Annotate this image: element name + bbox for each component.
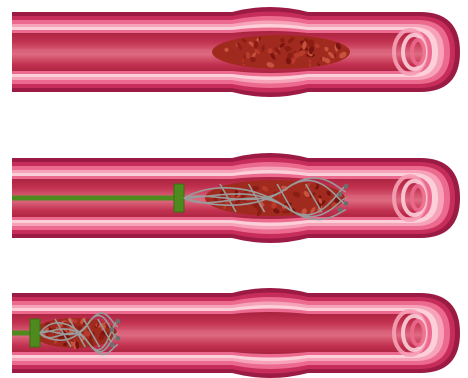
vessel-panel-stent-retriever-deployed [12,153,460,243]
guide-wire [12,196,178,201]
vessel-panel-clot-retrieved [12,288,460,378]
retriever-tip-marker [344,184,349,189]
retriever-tip-marker [344,201,349,206]
retriever-tip-marker [116,319,121,324]
retriever-tip-marker [110,327,115,332]
device-hub [30,319,40,347]
blood-clot [212,35,350,69]
vessel-panel-clot-occlusion [12,7,460,97]
retriever-tip-marker [338,207,343,212]
retriever-tip-marker [338,192,343,197]
device-hub [174,184,184,212]
retriever-tip-marker [116,336,121,341]
retriever-tip-marker [110,342,115,347]
